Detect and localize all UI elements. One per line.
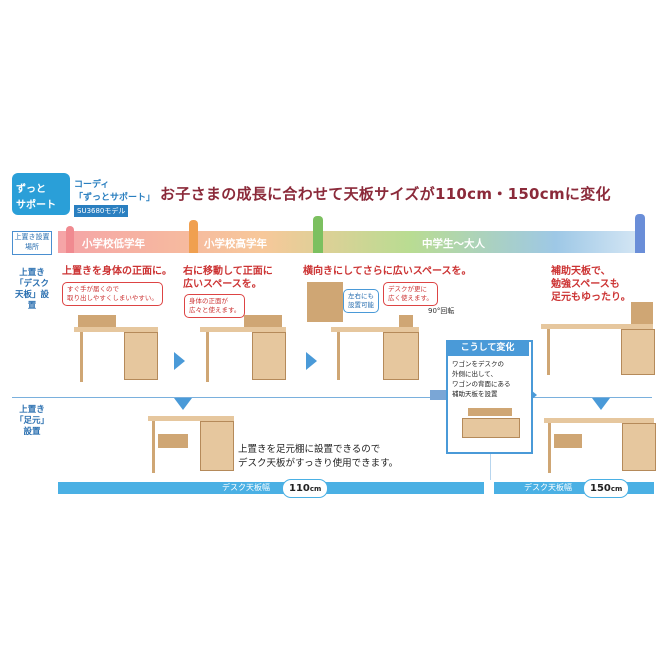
foot-description: 上置きを足元棚に設置できるので デスク天板がすっきり使用できます。: [238, 443, 398, 471]
caption-stage2-line2: 広いスペースを。: [183, 279, 262, 290]
caption-stage4-line1: 補助天板で、: [551, 266, 611, 277]
width-150-badge: 150cm: [583, 479, 630, 498]
side-label-location: 上置き設置場所: [12, 231, 52, 255]
desk-foot-150: [544, 418, 656, 482]
row-divider: [12, 397, 652, 398]
model-series: コーディ: [74, 180, 110, 190]
side-label-desk: 上置き「デスク天板」設置: [14, 268, 49, 311]
change-title: こうして変化: [446, 340, 529, 356]
caption-stage1: 上置きを身体の正面に。: [62, 266, 172, 277]
brand-logo: [12, 173, 70, 215]
arrow-right-2: [306, 352, 317, 370]
stage-junior-high-adult: 中学生～大人: [422, 238, 485, 250]
desk-stage2: [200, 313, 290, 383]
change-line2: 外側に出して、: [452, 370, 497, 378]
width-bar-110: [58, 482, 484, 494]
stage-band: [58, 231, 644, 253]
note-wider-desk: デスクが更に 広く使えます。: [383, 282, 438, 306]
note-easy-reach: すぐ手が届くので 取り出しやすくしまいやすい。: [62, 282, 163, 306]
arrow-down-2: [592, 398, 610, 410]
note-either-side-line1: 左右にも: [348, 292, 374, 300]
model-number-badge: SU3680モデル: [74, 205, 129, 217]
auxiliary-board-illustration: [462, 408, 520, 438]
width-110-value: 110: [289, 483, 310, 494]
child-small-figure: [66, 226, 74, 253]
caption-stage4-line2: 勉強スペースも: [551, 279, 620, 290]
caption-stage2-line1: 右に移動して正面に: [183, 266, 273, 277]
desk-stage3: [301, 282, 421, 382]
headline: お子さまの成長に合わせて天板サイズが110cm・150cmに変化: [160, 185, 611, 203]
width-bar-110-label: デスク天板幅: [222, 483, 270, 492]
change-line3: ワゴンの背面にある: [452, 380, 511, 388]
teen-figure: [313, 216, 323, 253]
note-wider-desk-line2: 広く使えます。: [388, 294, 433, 302]
note-either-side-line2: 設置可能: [348, 301, 374, 309]
foot-line2: デスク天板がすっきり使用できます。: [238, 458, 399, 469]
logo-line1: ずっと: [16, 184, 46, 195]
note-front-space-line1: 身体の正面が: [189, 297, 228, 305]
adult-figure: [635, 214, 645, 253]
change-line4: 補助天板を設置: [452, 390, 498, 398]
arrow-right-1: [174, 352, 185, 370]
foot-line1: 上置きを足元棚に設置できるので: [238, 444, 381, 455]
caption-stage3: 横向きにしてさらに広いスペースを。: [303, 266, 472, 277]
width-bar-150-label: デスク天板幅: [524, 483, 572, 492]
note-either-side: 左右にも 設置可能: [343, 289, 379, 313]
width-bar-150: [494, 482, 654, 494]
change-line1: ワゴンをデスクの: [452, 360, 504, 368]
desk-foot-110: [148, 416, 236, 482]
stage-upper-elementary: 小学校高学年: [204, 238, 267, 250]
change-description: ワゴンをデスクの 外側に出して、 ワゴンの背面にある 補助天板を設置: [452, 359, 511, 399]
note-front-space-line2: 広々と使えます。: [189, 306, 241, 314]
desk-stage4: [541, 302, 656, 382]
model-name: 「ずっとサポート」: [74, 193, 156, 203]
logo-line2: サポート: [16, 200, 56, 211]
desk-stage1: [74, 313, 160, 383]
caption-stage4-line3: 足元もゆったり。: [551, 292, 631, 303]
note-wider-desk-line1: デスクが更に: [388, 285, 427, 293]
note-easy-reach-line2: 取り出しやすくしまいやすい。: [67, 294, 158, 302]
width-150-unit: cm: [610, 485, 623, 493]
side-label-foot: 上置き「足元」設置: [14, 405, 49, 437]
stage-lower-elementary: 小学校低学年: [82, 238, 145, 250]
note-easy-reach-line1: すぐ手が届くので: [67, 285, 119, 293]
width-110-badge: 110cm: [282, 479, 329, 498]
rotation-label: 90°回転: [428, 307, 455, 315]
child-medium-figure: [189, 220, 198, 253]
note-front-space: 身体の正面が 広々と使えます。: [184, 294, 246, 318]
width-150-value: 150: [590, 483, 611, 494]
width-110-unit: cm: [309, 485, 322, 493]
arrow-down-1: [174, 398, 192, 410]
